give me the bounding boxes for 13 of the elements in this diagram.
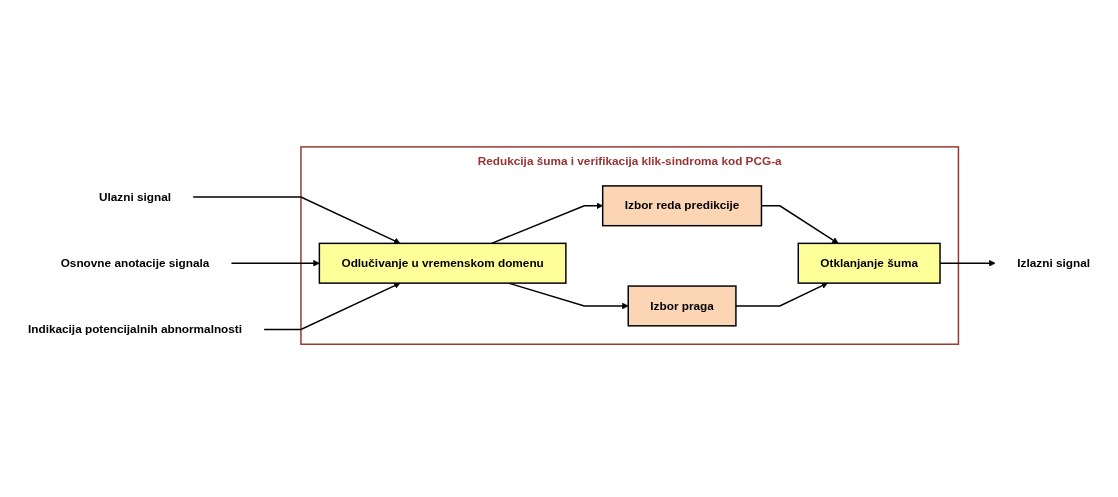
node-text: Izlazni signal [1017, 256, 1091, 270]
node-text: Indikacija potencijalnih abnormalnosti [27, 323, 243, 336]
node-text: Ulazni signal [99, 190, 172, 204]
arrow [490, 202, 603, 245]
arrow [192, 196, 401, 245]
node-box: Izbor praga [627, 285, 737, 327]
node-box: Otklanjanje šuma [797, 242, 941, 285]
node-box: Odlučivanje u vremenskom domenu [318, 242, 567, 285]
arrow [230, 260, 320, 267]
arrow [263, 283, 401, 331]
node-box: Izbor reda predikcije [601, 185, 763, 227]
node-text: Osnovne anotacije signala [60, 256, 210, 270]
arrow [735, 283, 828, 308]
